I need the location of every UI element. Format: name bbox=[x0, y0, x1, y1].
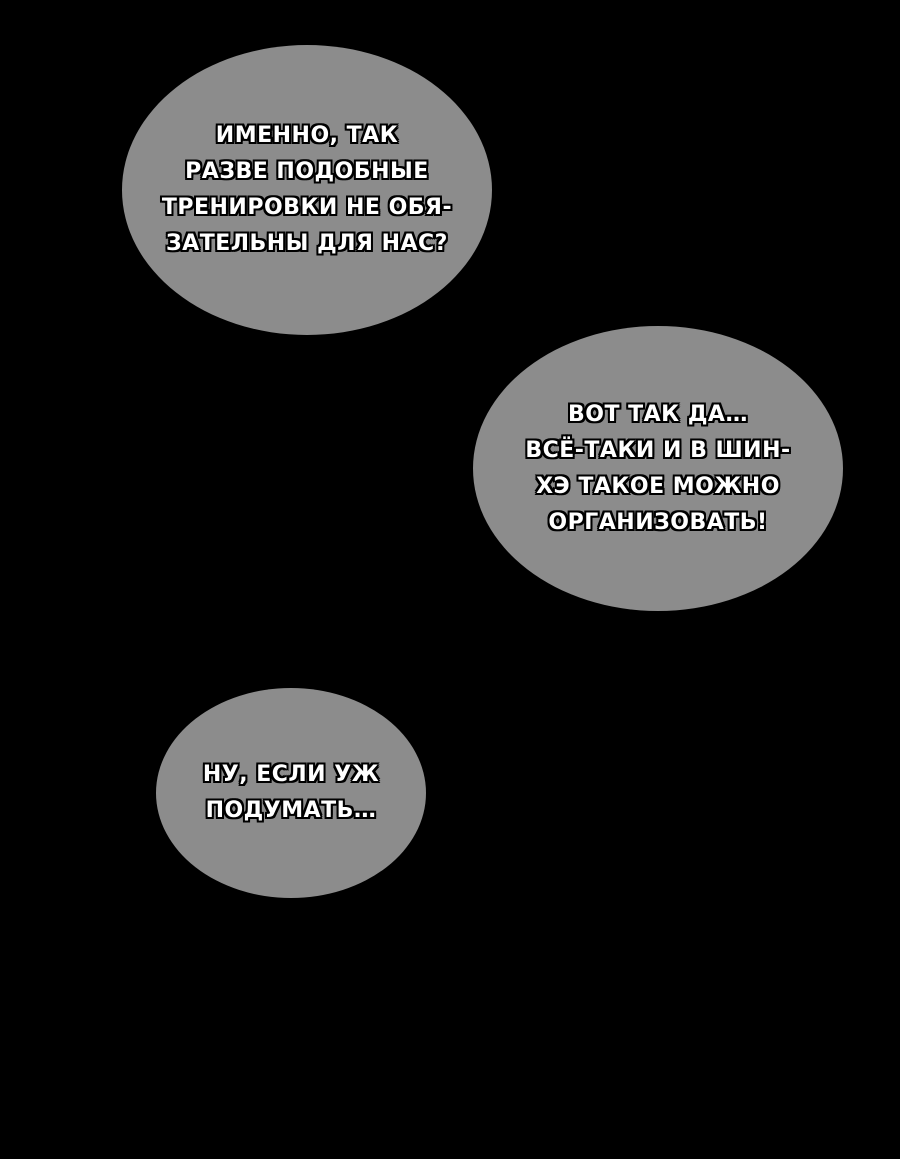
speech-bubble-1-text: Именно, так разве подобные тренировки не… bbox=[162, 118, 452, 262]
speech-bubble-2: Вот так да… всё-таки и в шин- хэ такое м… bbox=[473, 326, 843, 611]
speech-bubble-2-text: Вот так да… всё-таки и в шин- хэ такое м… bbox=[525, 397, 790, 541]
bubble-2-line-4: организовать! bbox=[548, 509, 768, 535]
bubble-2-line-3: хэ такое можно bbox=[536, 473, 780, 499]
bubble-1-line-4: зательны для нас? bbox=[166, 231, 448, 256]
bubble-3-line-2: подумать… bbox=[205, 798, 377, 823]
bubble-1-line-2: разве подобные bbox=[185, 159, 429, 184]
bubble-2-line-1: Вот так да… bbox=[568, 401, 748, 427]
bubble-1-line-1: Именно, так bbox=[215, 123, 399, 148]
bubble-3-line-1: Ну, если уж bbox=[202, 762, 380, 787]
speech-bubble-3: Ну, если уж подумать… bbox=[156, 688, 426, 898]
speech-bubble-1: Именно, так разве подобные тренировки не… bbox=[122, 45, 492, 335]
bubble-2-line-2: всё-таки и в шин- bbox=[525, 437, 791, 463]
speech-bubble-3-text: Ну, если уж подумать… bbox=[203, 757, 379, 829]
bubble-1-line-3: тренировки не обя- bbox=[161, 195, 453, 220]
